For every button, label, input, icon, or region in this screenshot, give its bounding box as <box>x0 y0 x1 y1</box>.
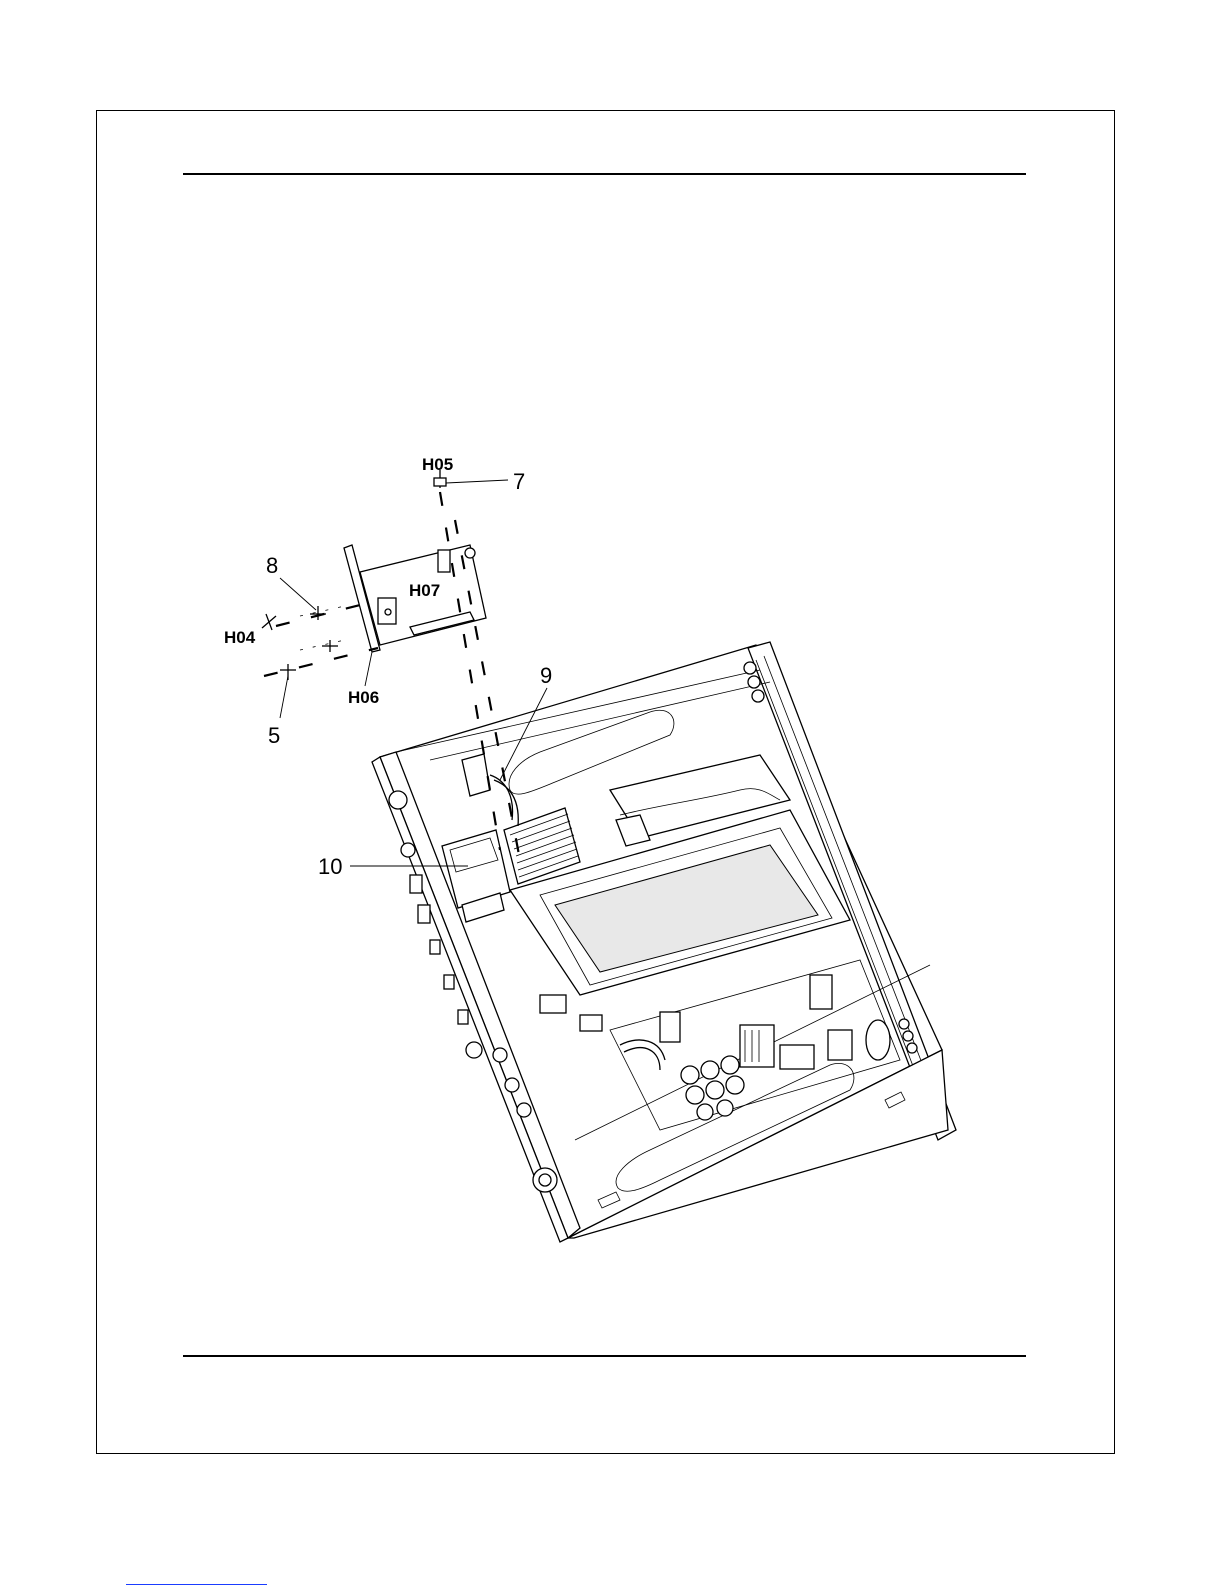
callout-7: 7 <box>513 469 525 494</box>
callout-8: 8 <box>266 553 278 578</box>
chassis <box>372 642 956 1242</box>
callout-5: 5 <box>268 723 280 748</box>
callout-10: 10 <box>318 854 342 879</box>
screw-h04-upper <box>262 614 276 630</box>
callout-h06: H06 <box>348 688 379 707</box>
callout-h04: H04 <box>224 628 256 647</box>
callout-9: 9 <box>540 663 552 688</box>
screw-h06 <box>322 640 338 652</box>
callout-h07: H07 <box>409 581 440 600</box>
callout-h05: H05 <box>422 455 453 474</box>
